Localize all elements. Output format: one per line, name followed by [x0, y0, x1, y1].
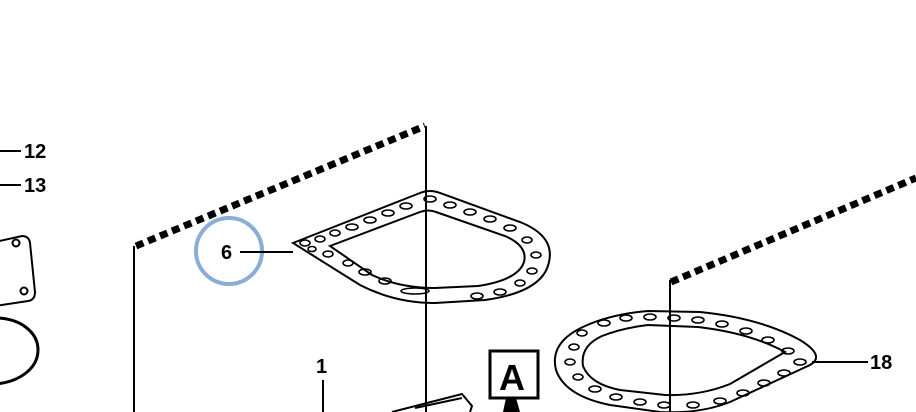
callout-13: 13 [24, 175, 46, 197]
dashed-boundary-right [669, 174, 916, 412]
gasket-6 [290, 190, 551, 305]
gasket-6-holes [299, 195, 542, 300]
view-marker-a: A [499, 357, 525, 398]
callout-6: 6 [221, 242, 232, 264]
view-marker-box [488, 349, 540, 400]
left-plate-part [0, 234, 37, 307]
gasket-18-holes [564, 313, 807, 409]
gasket-18 [553, 309, 818, 412]
callout-18: 18 [870, 352, 892, 374]
dashed-boundary-left [133, 122, 427, 412]
left-oring-part [0, 316, 40, 385]
view-marker-arrow [503, 398, 520, 412]
bottom-center-part [391, 392, 474, 412]
callout-1: 1 [316, 356, 327, 378]
callout-12: 12 [24, 141, 46, 163]
